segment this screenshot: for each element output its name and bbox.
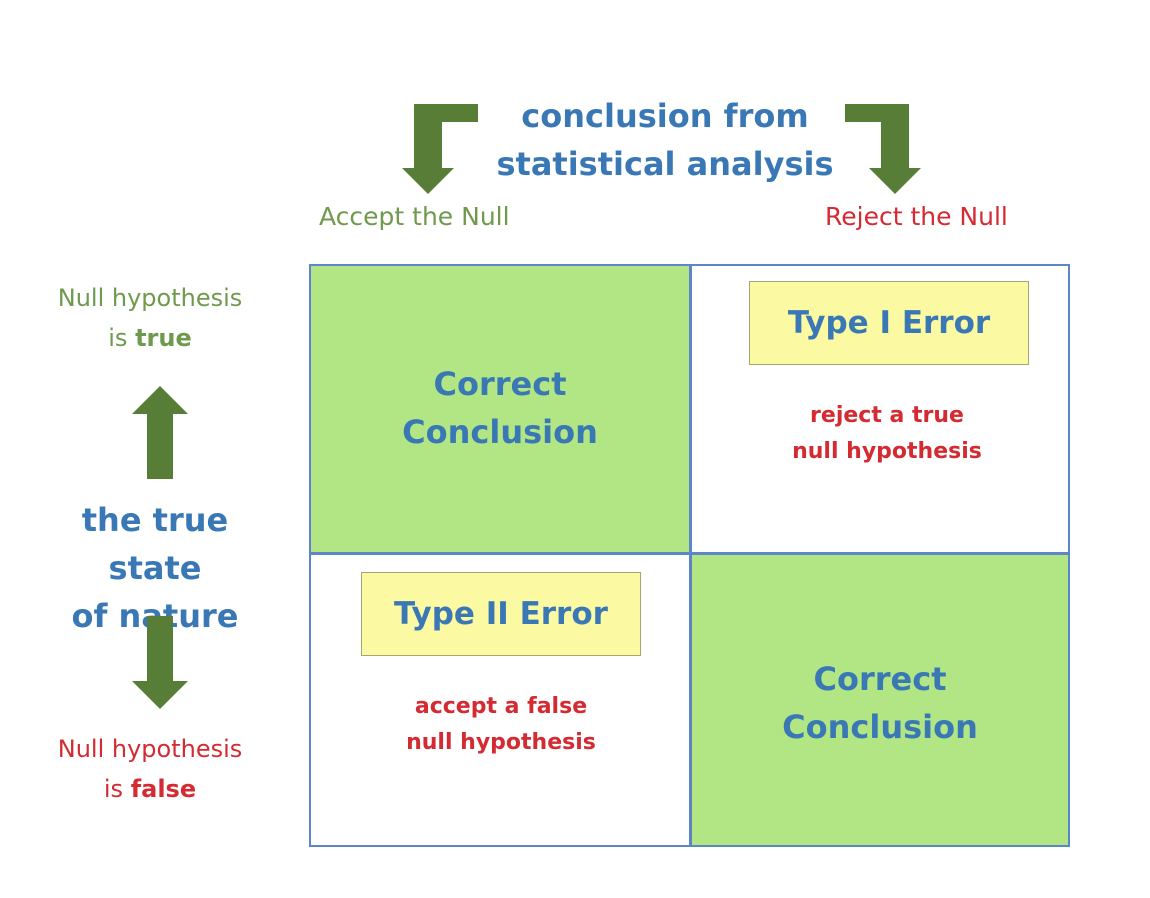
type2-error-desc: accept a false null hypothesis: [311, 689, 691, 761]
conclusion-title: conclusion from statistical analysis: [470, 92, 860, 188]
matrix-horizontal-divider: [309, 552, 1070, 555]
down-arrow-icon: [132, 616, 188, 709]
row-null-false-line2: is false: [40, 769, 260, 809]
row-null-true-prefix: is: [108, 324, 128, 352]
column-accept-null: Accept the Null: [319, 202, 510, 231]
type1-error-box: Type I Error: [749, 281, 1029, 365]
correct-conclusion-label-top: Correct Conclusion: [311, 360, 689, 456]
row-null-true-line2: is true: [40, 318, 260, 358]
cell-type2-error: Type II Error accept a false null hypoth…: [311, 555, 689, 845]
bent-down-arrow-right-icon: [845, 104, 921, 194]
conclusion-title-line1: conclusion from: [521, 97, 809, 135]
matrix-vertical-divider: [689, 264, 692, 847]
row-null-true-line1: Null hypothesis: [57, 284, 243, 312]
column-reject-null: Reject the Null: [825, 202, 1008, 231]
row-null-false: Null hypothesis is false: [40, 729, 260, 809]
correct-conclusion-line1: Correct: [433, 365, 567, 403]
correct-conclusion-line2: Conclusion: [782, 708, 978, 746]
correct-conclusion-label-bottom: Correct Conclusion: [692, 655, 1068, 751]
type2-error-box: Type II Error: [361, 572, 641, 656]
type2-desc-line2: null hypothesis: [406, 730, 596, 755]
true-state-title-line1: the true state: [81, 501, 229, 587]
type1-desc-line2: null hypothesis: [792, 439, 982, 464]
up-arrow-icon: [132, 386, 188, 479]
row-null-false-bold: false: [130, 775, 197, 803]
row-null-true: Null hypothesis is true: [40, 278, 260, 358]
type1-error-desc: reject a true null hypothesis: [692, 398, 1082, 470]
type1-desc-line1: reject a true: [810, 403, 964, 428]
row-null-false-prefix: is: [103, 775, 124, 803]
correct-conclusion-line2: Conclusion: [402, 413, 598, 451]
cell-correct-accept: Correct Conclusion: [311, 266, 689, 552]
correct-conclusion-line1: Correct: [813, 660, 947, 698]
bent-down-arrow-left-icon: [402, 104, 478, 194]
row-null-false-line1: Null hypothesis: [57, 735, 243, 763]
cell-correct-reject: Correct Conclusion: [692, 555, 1068, 845]
cell-type1-error: Type I Error reject a true null hypothes…: [692, 266, 1068, 552]
conclusion-title-line2: statistical analysis: [496, 145, 834, 183]
row-null-true-bold: true: [135, 324, 192, 352]
type2-desc-line1: accept a false: [414, 694, 588, 719]
